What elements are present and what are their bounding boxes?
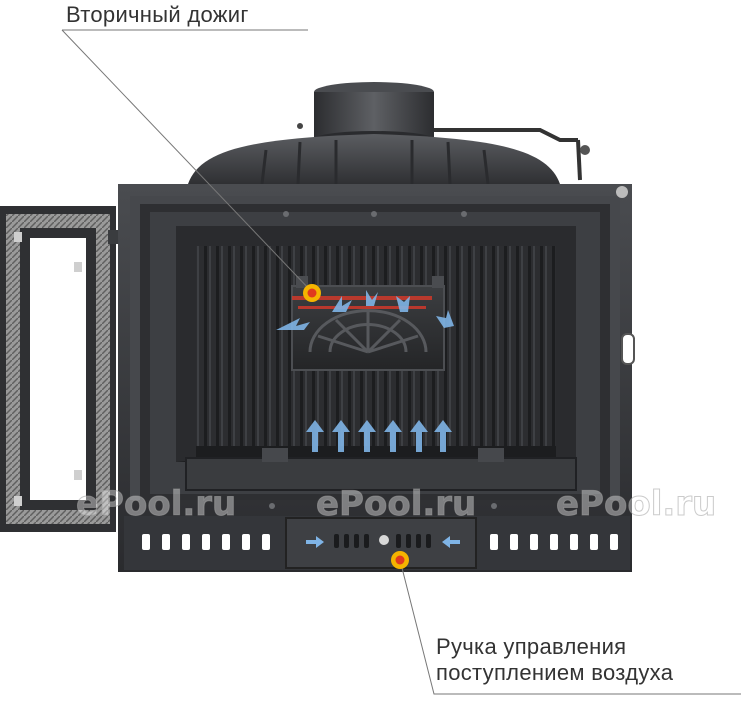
primary-air-arrows: [306, 420, 452, 452]
air-control-label-line1: Ручка управления: [436, 634, 627, 659]
marker-air-control: [391, 551, 409, 569]
leader-lines: [61, 29, 741, 695]
fan-ornament: [308, 309, 428, 354]
ash-drawer: [124, 503, 630, 570]
top-dome: [188, 134, 560, 185]
watermark-left: ePool.ru: [75, 484, 237, 525]
open-door: [0, 206, 134, 532]
left-vents: [142, 534, 270, 550]
center-vents: [334, 534, 431, 548]
secondary-burn-label: Вторичный дожиг: [66, 2, 249, 27]
air-control-knob: [379, 535, 389, 545]
marker-secondary-burn: [303, 284, 321, 302]
intake-arrows: [306, 536, 460, 548]
secondary-air-arrows: [276, 290, 454, 330]
right-vents: [490, 534, 618, 550]
firebox: [176, 226, 577, 491]
hot-air-stripes: [292, 296, 432, 309]
air-control-label-line2: поступлением воздуха: [436, 660, 674, 685]
air-control-label: Ручка управления поступлением воздуха: [436, 634, 673, 686]
damper-handle: [297, 123, 590, 181]
watermark-right: ePool.ru: [555, 484, 717, 525]
watermark-center: ePool.ru: [315, 484, 477, 525]
